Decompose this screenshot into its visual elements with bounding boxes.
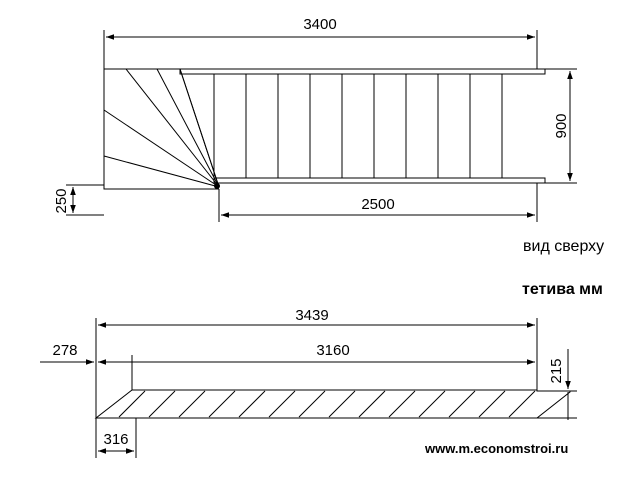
- stringer-hatching: [118, 390, 536, 418]
- dim-flight-length-label: 2500: [361, 196, 394, 213]
- dim-height-label: 215: [548, 358, 565, 383]
- dim-width-label: 900: [553, 113, 570, 138]
- winder-inner-edge: [179, 68, 220, 188]
- dim-total-length-label: 3400: [303, 16, 336, 33]
- stringer-body: [94, 389, 571, 419]
- flight-bottom-stringer: [213, 177, 546, 184]
- dim-left-label: 278: [52, 342, 77, 359]
- winder-outline: [103, 69, 219, 190]
- winder-treads: [103, 68, 220, 188]
- flight-treads: [213, 74, 503, 178]
- stringer-view: [40, 318, 577, 458]
- winder-center-point: [214, 183, 220, 189]
- dim-top-run-label: 3160: [316, 342, 349, 359]
- flight-top-stringer: [179, 68, 546, 75]
- dim-overall-label: 3439: [295, 307, 328, 324]
- plan-caption: вид сверху: [523, 238, 605, 255]
- watermark-link[interactable]: www.m.economstroi.ru: [425, 441, 569, 456]
- plan-view: [66, 30, 577, 222]
- dim-offset-label: 250: [53, 188, 70, 213]
- dim-bottom-label: 316: [103, 431, 128, 448]
- stringer-caption: тетива мм: [522, 281, 603, 298]
